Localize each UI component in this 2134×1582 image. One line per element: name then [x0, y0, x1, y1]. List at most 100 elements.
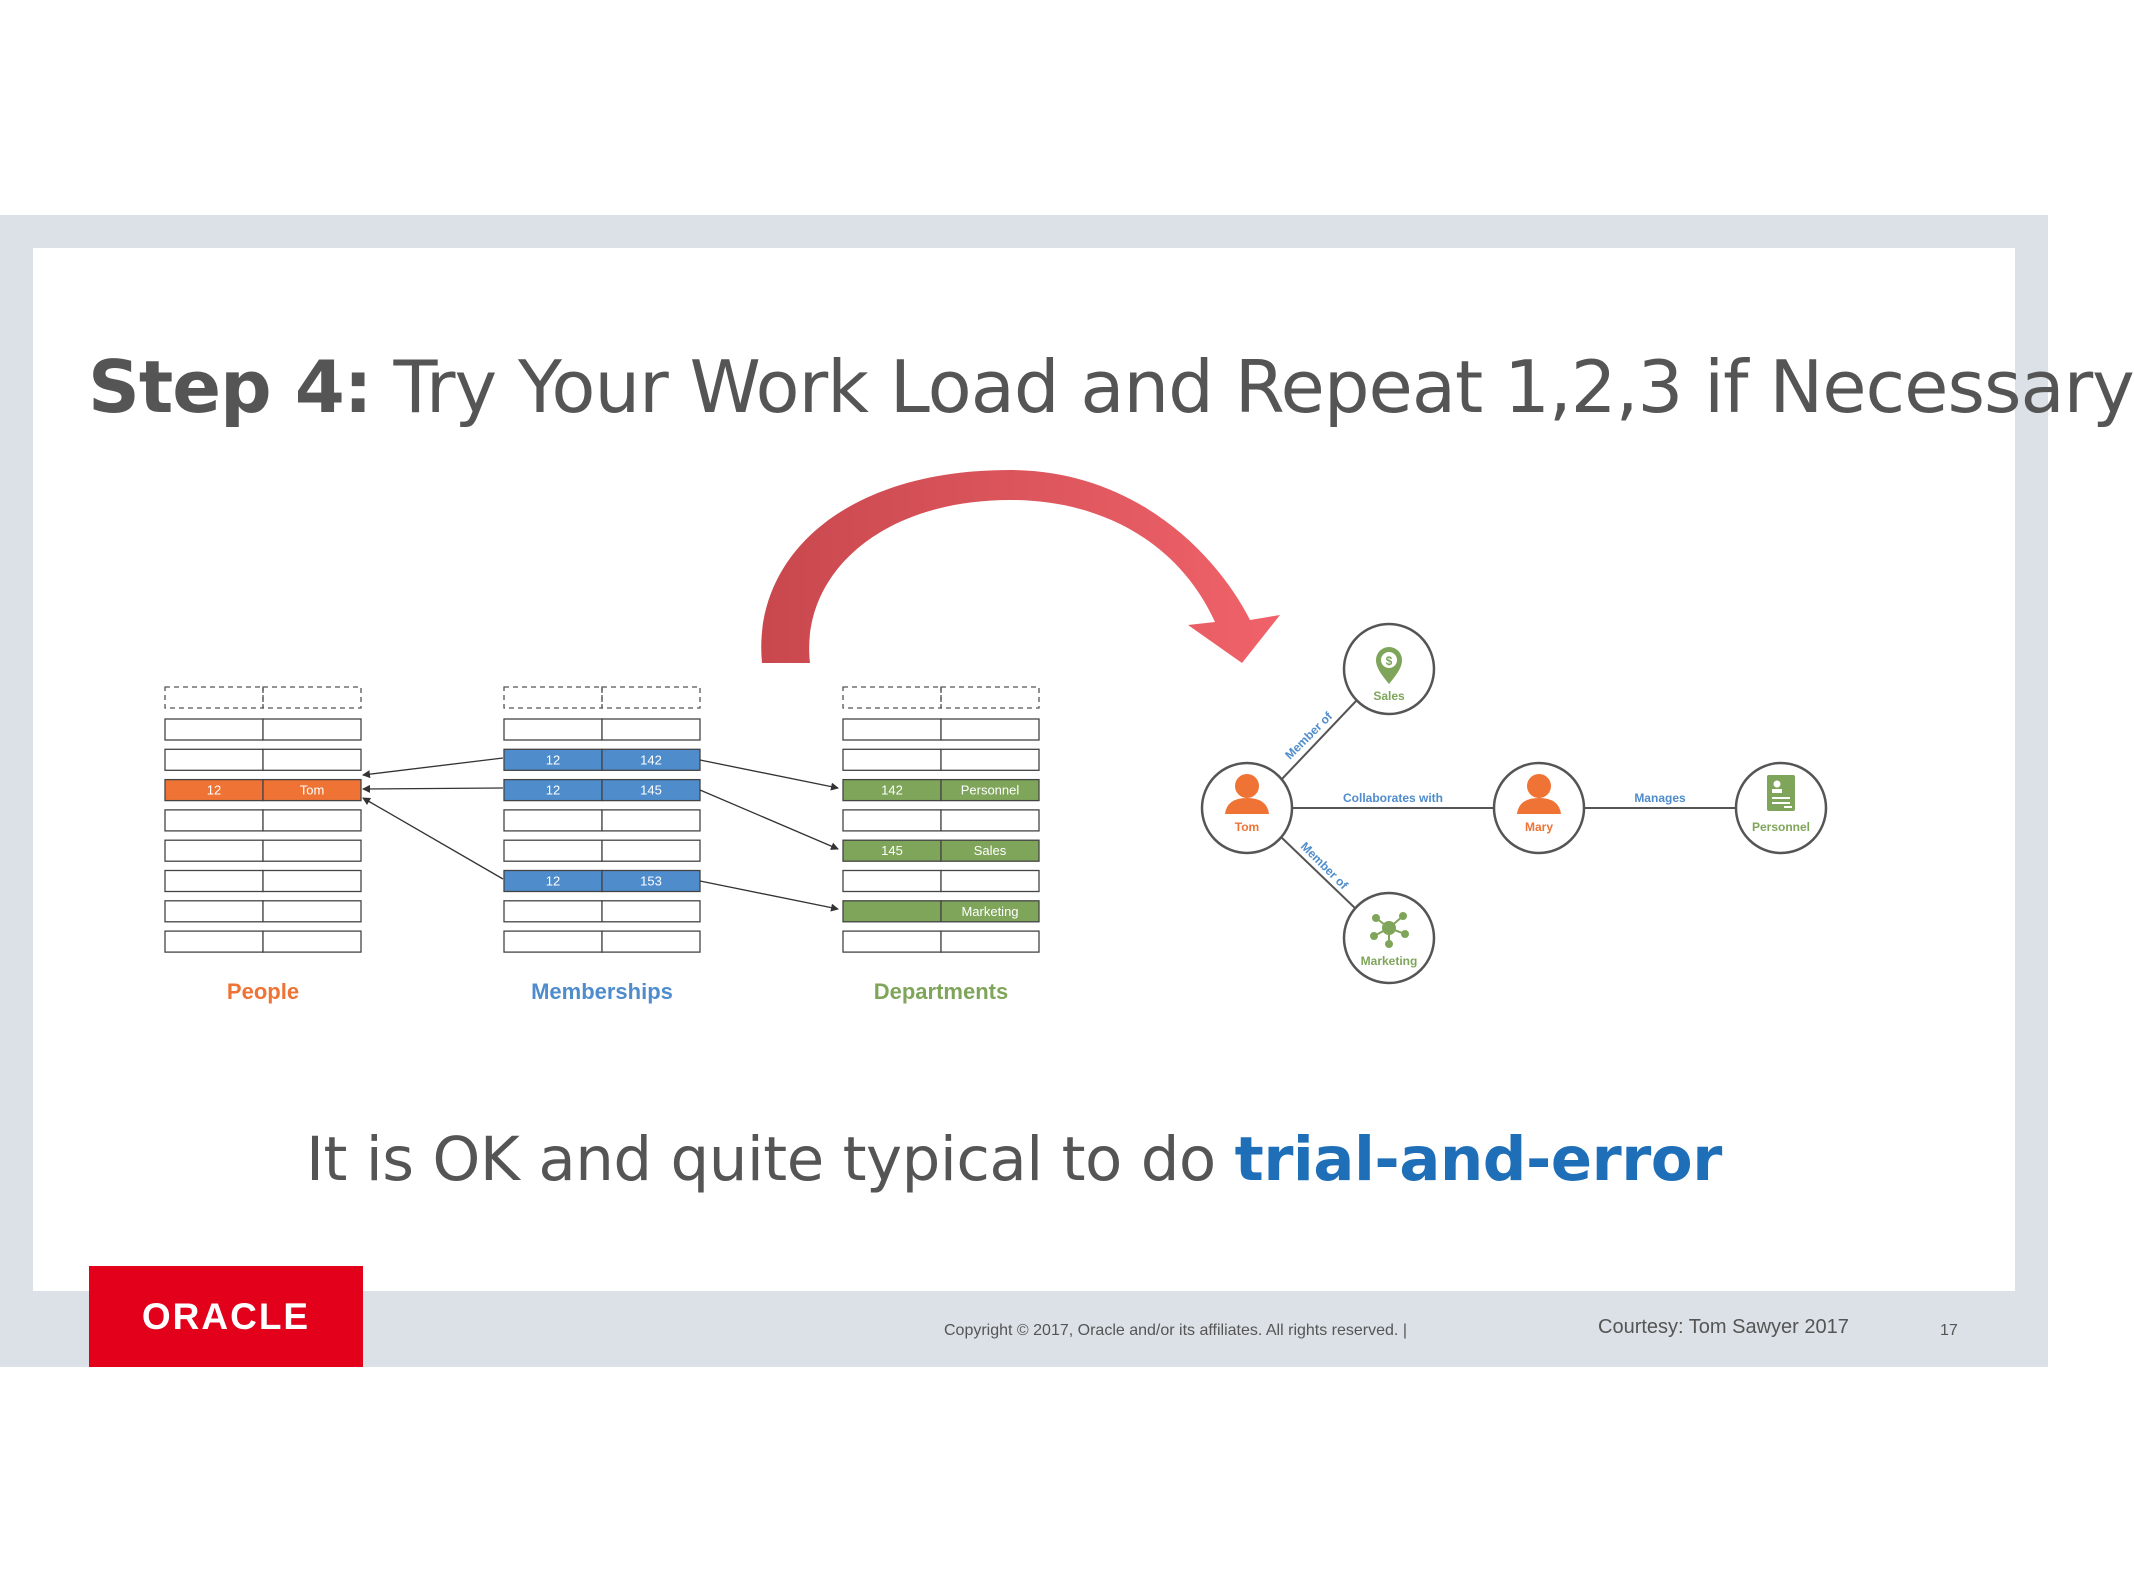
table-cell [601, 900, 701, 923]
table-label-memberships: Memberships [531, 979, 673, 1004]
table-cell [164, 900, 264, 923]
table-cell [940, 839, 1040, 862]
table-row [164, 930, 362, 953]
table-links [362, 757, 839, 912]
table-cell [164, 869, 264, 893]
title-step: Step 4: [88, 345, 373, 429]
table-header-cell [262, 686, 362, 709]
edge-tom-marketing [1280, 836, 1358, 911]
table-cell-text: 142 [881, 783, 903, 798]
table-header-cell [842, 686, 942, 709]
workflow-arrow [761, 470, 1280, 663]
table-cell [503, 809, 603, 832]
oracle-logo: ORACLE [89, 1266, 363, 1367]
table-cell [262, 839, 362, 862]
table-cell [164, 930, 264, 953]
table-cell-text: 12 [546, 783, 560, 798]
table-cell [842, 930, 942, 953]
table-cell [842, 809, 942, 832]
slide-title: Step 4: Try Your Work Load and Repeat 1,… [88, 345, 2134, 429]
table-row [164, 839, 362, 862]
table-cell [164, 748, 264, 771]
table-label-people: People [227, 979, 299, 1004]
person-icon [1225, 774, 1269, 814]
table-cell [601, 718, 701, 741]
table-cell-text: Marketing [961, 904, 1018, 919]
edge-label-member-of-marketing: Member of [1298, 839, 1352, 893]
subtitle-highlight: trial-and-error [1234, 1124, 1723, 1195]
subtitle-text: It is OK and quite typical to do [306, 1124, 1216, 1195]
table-cell [503, 930, 603, 953]
person-icon [1517, 774, 1561, 814]
table-cell-text: 12 [546, 874, 560, 889]
table-cell [262, 718, 362, 741]
table-row [842, 809, 1040, 832]
link-membership-3-people [362, 797, 504, 880]
table-header-cell [164, 686, 264, 709]
table-cell [601, 839, 701, 862]
title-text: Try Your Work Load and Repeat 1,2,3 if N… [393, 345, 2134, 429]
table-cell [262, 930, 362, 953]
courtesy-text: Courtesy: Tom Sawyer 2017 [1598, 1316, 1849, 1338]
dollar-pin-icon: $ [1376, 647, 1402, 684]
node-marketing: Marketing [1342, 891, 1436, 985]
edge-tom-sales [1280, 699, 1358, 781]
link-membership-1-people [362, 757, 504, 779]
edge-label-member-of-sales: Member of [1282, 709, 1336, 763]
table-row [503, 809, 701, 832]
table-cell [940, 748, 1040, 771]
table-cell [940, 718, 1040, 741]
table-cell [262, 869, 362, 893]
table-row [164, 869, 362, 893]
graph-edges [1280, 699, 1735, 911]
table-cell [503, 839, 603, 862]
node-label-sales: Sales [1373, 689, 1405, 703]
table-cell [940, 809, 1040, 832]
node-mary: Mary [1492, 761, 1586, 855]
table-cell [503, 718, 603, 741]
logo-text: ORACLE [141, 1295, 311, 1337]
node-label-personnel: Personnel [1752, 820, 1810, 834]
table-row [503, 930, 701, 953]
table-cell [940, 778, 1040, 802]
table-header-cell [601, 686, 701, 709]
table-cell [262, 748, 362, 771]
table-row [842, 748, 1040, 771]
svg-text:$: $ [1386, 654, 1393, 668]
link-membership-3-dept [699, 880, 839, 912]
table-cell [262, 809, 362, 832]
page-number: 17 [1940, 1322, 1958, 1339]
table-cell-text: 145 [881, 843, 903, 858]
network-icon [1370, 912, 1409, 948]
node-tom: Tom [1200, 761, 1294, 855]
table-cell [503, 900, 603, 923]
graph-nodes: Tom Mary $ Sales [1200, 622, 1828, 985]
table-cell-text: 145 [640, 783, 662, 798]
table-cell [842, 900, 942, 923]
table-header-cell [940, 686, 1040, 709]
node-label-mary: Mary [1525, 820, 1553, 834]
slide-subtitle: It is OK and quite typical to do trial-a… [306, 1124, 1722, 1195]
table-row [842, 718, 1040, 741]
table-cell [601, 809, 701, 832]
link-membership-2-people [362, 784, 504, 793]
table-cell [601, 930, 701, 953]
table-cell [601, 748, 701, 771]
table-cell-text: 153 [640, 874, 662, 889]
link-membership-1-dept [699, 759, 839, 791]
table-cell [940, 900, 1040, 923]
node-sales: $ Sales [1342, 622, 1436, 716]
copyright-text: Copyright © 2017, Oracle and/or its affi… [944, 1322, 1407, 1339]
node-personnel: Personnel [1734, 761, 1828, 855]
edge-label-collaborates: Collaborates with [1343, 791, 1443, 805]
table-row [164, 809, 362, 832]
table-row: 12 153 [503, 869, 701, 893]
table-cell [842, 869, 942, 893]
